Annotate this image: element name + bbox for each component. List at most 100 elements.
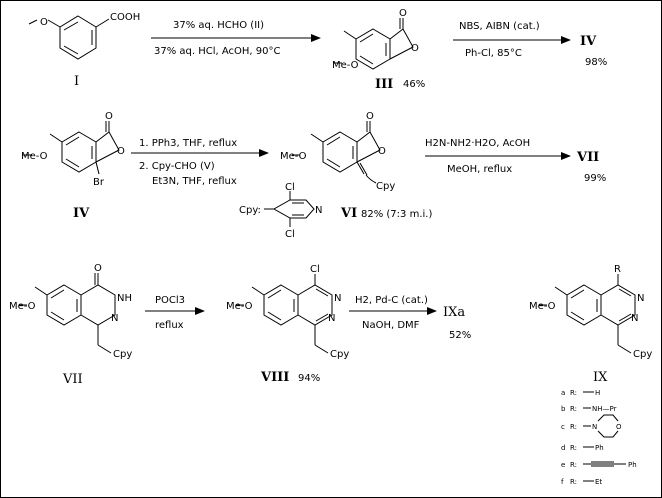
compound-IX-cpy: Cpy [633, 349, 652, 360]
legend-item-a: a R: H [561, 389, 600, 397]
reaction-arrow-1: 37% aq. HCHO (II) 37% aq. HCl, AcOH, 90°… [151, 20, 321, 57]
reaction-arrow-4: H2N-NH2·H2O, AcOH MeOH, reflux [425, 138, 571, 175]
cpy-nitrogen: N [315, 205, 322, 216]
cpy-definition: Cpy: Cl Cl N [239, 182, 322, 240]
row1-product-label: IV [580, 34, 597, 49]
compound-VIII-chlorine: Cl [310, 264, 320, 275]
compound-VII-cpy: Cpy [113, 349, 132, 360]
step1-conditions: 37% aq. HCl, AcOH, 90°C [154, 46, 281, 57]
compound-VI-label: VI [340, 206, 357, 221]
legend-r-e: R: [570, 461, 577, 469]
step3-conditions: Et3N, THF, reflux [152, 176, 237, 187]
compound-I-cooh: COOH [110, 12, 140, 23]
reaction-arrow-5: POCl3 reflux [145, 295, 205, 331]
step4-reagent: H2N-NH2·H2O, AcOH [425, 138, 530, 149]
legend-group-e: Ph [628, 461, 637, 469]
legend-item-e: e R: Ph [561, 461, 637, 469]
compound-I-structure: O COOH I [28, 12, 140, 89]
step6-conditions: NaOH, DMF [362, 320, 420, 331]
compound-IX-structure: R N N Me-O Cpy IX [529, 264, 652, 385]
legend-group-d: Ph [595, 444, 604, 452]
compound-VIII-n2: N [328, 313, 335, 324]
legend-item-f: f R: Et [561, 478, 602, 486]
step1-reagent: 37% aq. HCHO (II) [173, 20, 264, 31]
compound-VI-ring-o: O [378, 146, 386, 157]
compound-III-yield: 46% [403, 79, 425, 90]
reaction-arrow-3: 1. PPh3, THF, reflux 2. Cpy-CHO (V) Et3N… [131, 138, 269, 187]
step4-conditions: MeOH, reflux [447, 164, 512, 175]
legend-r-b: R: [570, 405, 577, 413]
compound-VII-label: VII [62, 372, 83, 387]
compound-VIII-label: VIII [260, 370, 289, 385]
compound-VI-structure: O O Me-O Cpy VI 82% (7:3 m.i.) [280, 111, 432, 221]
step3-reagent-1: 1. PPh3, THF, reflux [139, 138, 237, 149]
step3-reagent-2: 2. Cpy-CHO (V) [139, 161, 215, 172]
legend-r-f: R: [570, 478, 577, 486]
compound-IX-n1: N [637, 293, 644, 304]
compound-IX-label: IX [593, 370, 608, 385]
row3-product-yield: 52% [449, 330, 471, 341]
compound-VII-n: N [111, 313, 118, 324]
compound-IV-carbonyl-o: O [105, 111, 113, 122]
row2-product-yield: 99% [584, 173, 606, 184]
compound-III-carbonyl-o: O [399, 8, 407, 19]
step2-reagent: NBS, AIBN (cat.) [459, 21, 540, 32]
compound-VI-yield: 82% (7:3 m.i.) [361, 209, 432, 220]
legend-letter-d: d [561, 444, 565, 452]
compound-VII-methoxy: Me-O [9, 301, 36, 312]
compound-I-oxygen: O [40, 17, 48, 28]
row2-product-label: VII [576, 150, 599, 165]
compound-IV-ring-o: O [117, 146, 125, 157]
row3-product-label: IXa [443, 305, 465, 320]
cpy-chloro-top: Cl [285, 182, 295, 193]
step5-conditions: reflux [155, 320, 184, 331]
compound-VI-carbonyl-o: O [366, 111, 374, 122]
compound-VIII-methoxy: Me-O [226, 301, 253, 312]
compound-VI-cpy: Cpy [376, 181, 395, 192]
compound-IX-n2: N [631, 313, 638, 324]
legend-item-d: d R: Ph [561, 444, 604, 452]
compound-IX-methoxy: Me-O [529, 301, 556, 312]
legend-letter-b: b [561, 405, 566, 413]
legend-letter-c: c [561, 423, 565, 431]
compound-VI-methoxy: Me-O [280, 151, 307, 162]
legend-r-c: R: [570, 423, 577, 431]
reaction-arrow-2: NBS, AIBN (cat.) Ph-Cl, 85°C [453, 21, 571, 59]
compound-VIII-yield: 94% [298, 373, 320, 384]
compound-VIII-n1: N [334, 293, 341, 304]
cpy-chloro-bottom: Cl [285, 229, 295, 240]
compound-IV-label: IV [73, 206, 90, 221]
compound-I-label: I [74, 74, 79, 89]
r-group-legend: a R: H b R: NH—Pr c R: N O d R: Ph e [561, 389, 637, 486]
compound-VIII-structure: Cl N N Me-O Cpy VIII 94% [226, 264, 349, 385]
legend-morpholine-o: O [616, 423, 622, 431]
compound-VII-structure: O NH N Me-O Cpy VII [9, 263, 132, 387]
compound-VII-nh: NH [117, 293, 132, 304]
legend-group-b: NH—Pr [592, 405, 617, 413]
legend-r-a: R: [570, 389, 577, 397]
compound-IV-structure: O O Me-O Br IV [21, 111, 125, 221]
legend-letter-e: e [561, 461, 565, 469]
compound-IX-r-group: R [614, 264, 621, 275]
step2-conditions: Ph-Cl, 85°C [465, 48, 522, 59]
legend-letter-f: f [561, 478, 564, 486]
compound-IV-methoxy: Me-O [21, 151, 48, 162]
compound-III-methoxy: Me-O [332, 60, 359, 71]
row1-product-yield: 98% [585, 57, 607, 68]
legend-group-f: Et [595, 478, 602, 486]
compound-VIII-cpy: Cpy [330, 349, 349, 360]
step5-reagent: POCl3 [155, 295, 185, 306]
legend-group-a: H [595, 389, 600, 397]
legend-item-b: b R: NH—Pr [561, 405, 617, 413]
cpy-label: Cpy: [239, 205, 261, 216]
legend-group-c: N [592, 423, 597, 431]
legend-r-d: R: [570, 444, 577, 452]
compound-VII-carbonyl-o: O [94, 263, 102, 274]
compound-III-structure: O O Me-O III 46% [332, 8, 425, 92]
compound-III-ring-o: O [411, 43, 419, 54]
legend-letter-a: a [561, 389, 565, 397]
legend-item-c: c R: N O [561, 414, 622, 438]
compound-IV-bromine: Br [93, 177, 105, 188]
reaction-arrow-6: H2, Pd-C (cat.) NaOH, DMF [349, 295, 437, 331]
